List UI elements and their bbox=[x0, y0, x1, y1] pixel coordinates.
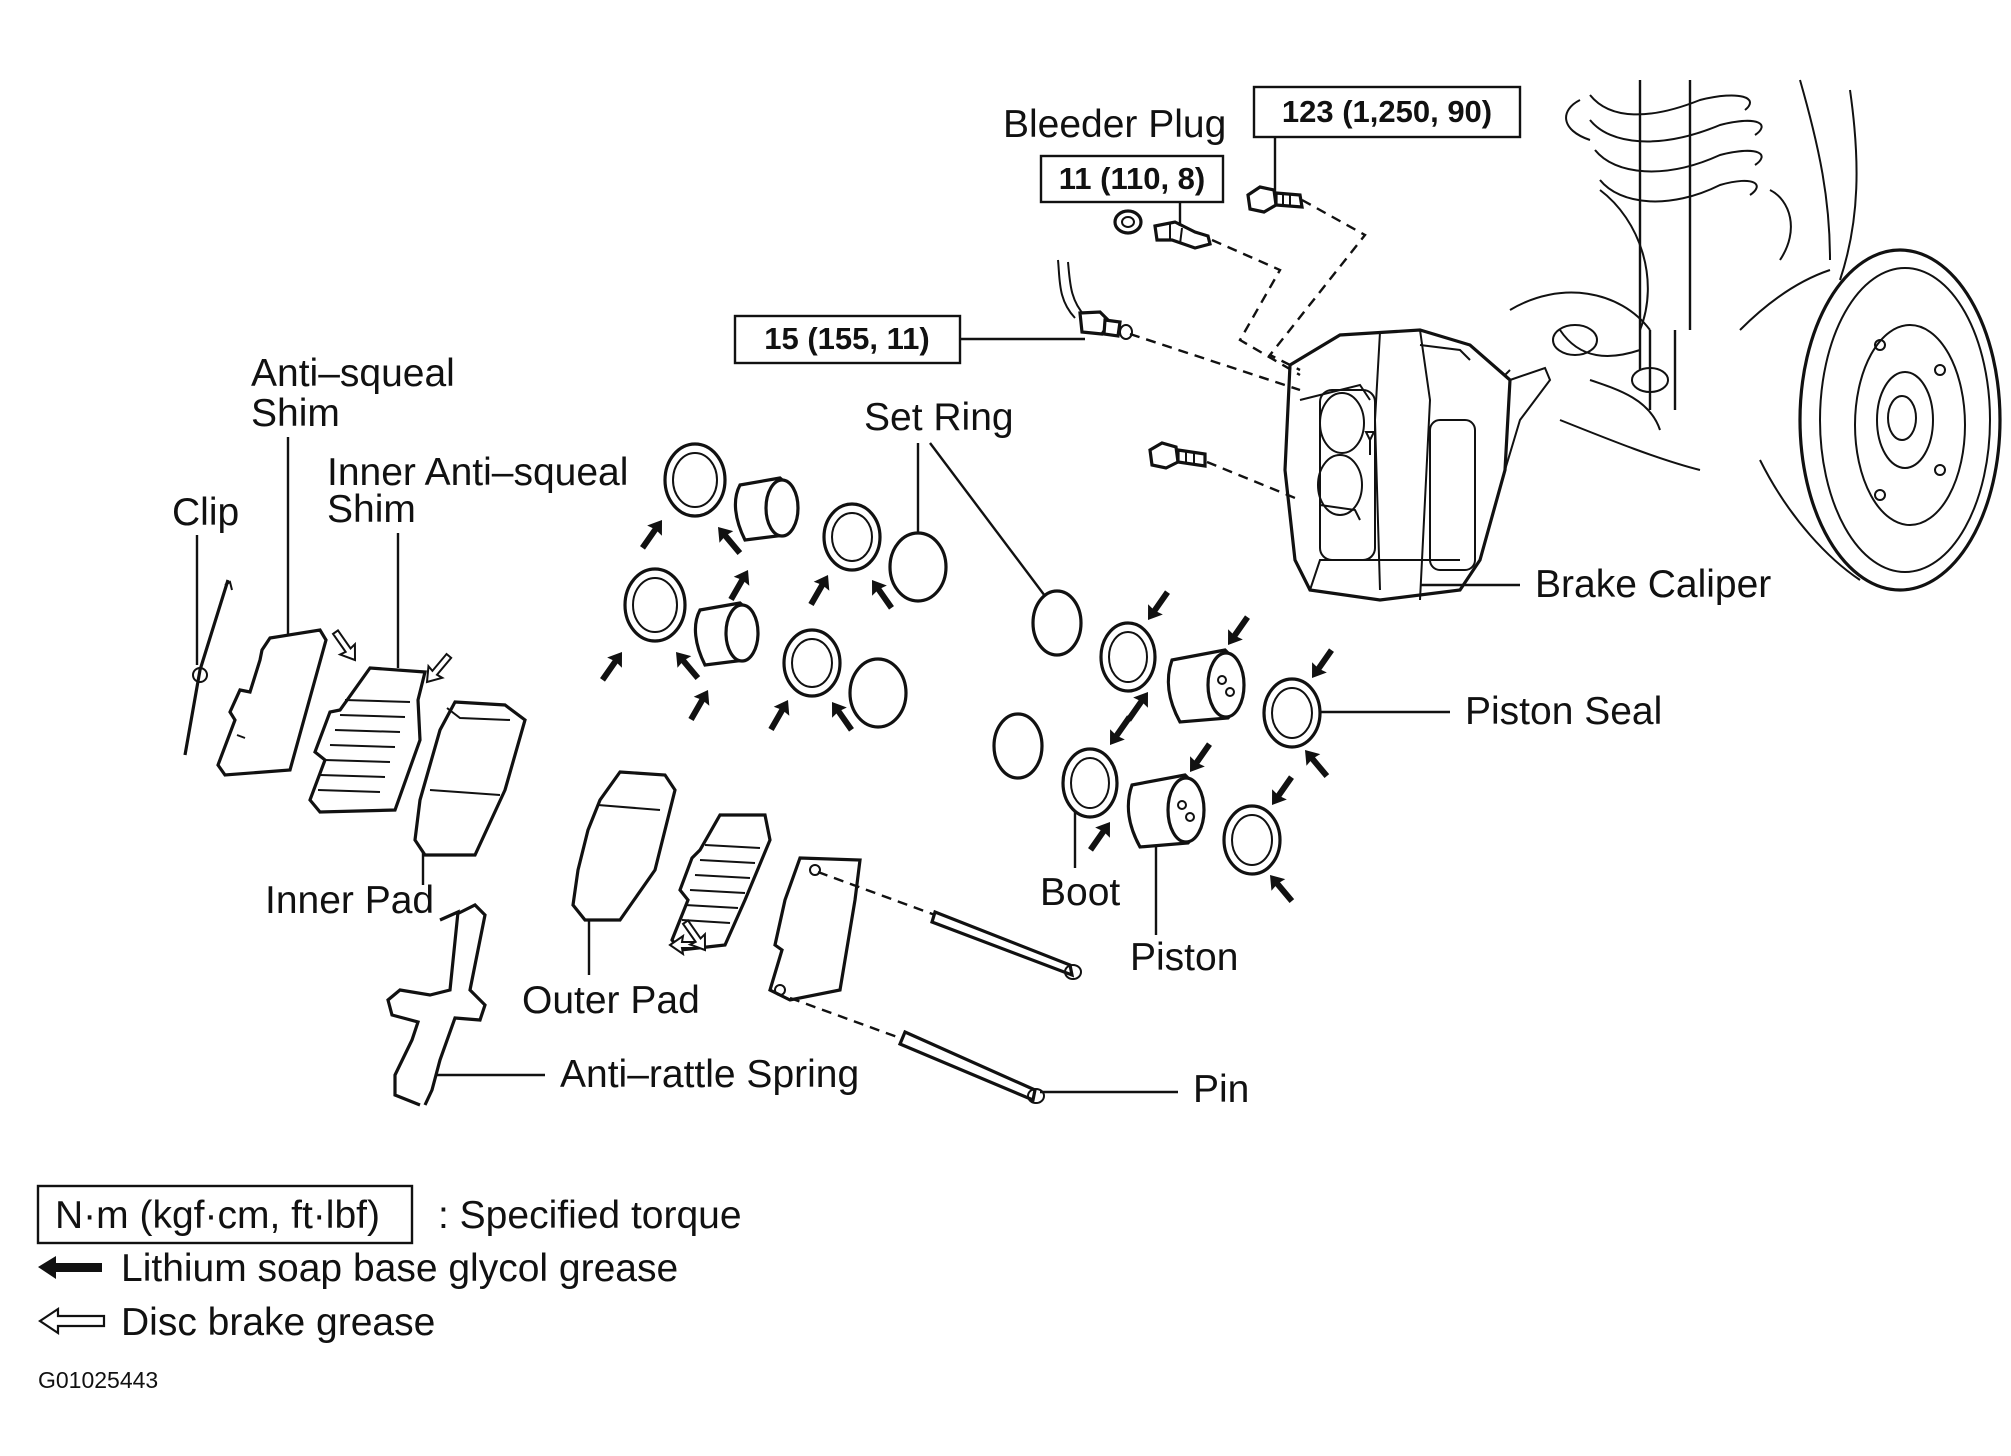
label-clip: Clip bbox=[172, 491, 239, 534]
torque-box-union-bolt bbox=[733, 314, 962, 365]
label-piston: Piston bbox=[1130, 936, 1238, 979]
inner-anti-squeal-shim-part bbox=[308, 666, 428, 814]
hollow-arrow-left-icon bbox=[38, 1306, 106, 1336]
torque-union-bolt: 15 (155, 11) bbox=[764, 321, 929, 356]
inner-pad-part bbox=[413, 700, 527, 857]
brake-disc bbox=[1739, 248, 2002, 592]
legend-lithium-grease: Lithium soap base glycol grease bbox=[121, 1247, 678, 1290]
label-inner-pad: Inner Pad bbox=[265, 879, 434, 922]
label-inner-anti-squeal-line2: Shim bbox=[327, 488, 416, 531]
torque-bleeder-plug: 11 (110, 8) bbox=[1059, 161, 1206, 196]
torque-caliper-bolt: 123 (1,250, 90) bbox=[1282, 94, 1492, 129]
legend-torque-unit: N·m (kgf·cm, ft·lbf) bbox=[55, 1194, 380, 1237]
torque-box-caliper-bolt bbox=[1252, 85, 1522, 139]
outer-shim-plate-part bbox=[768, 856, 862, 1002]
outer-pad-part bbox=[571, 770, 677, 922]
lower-caliper-bolt bbox=[1148, 441, 1207, 470]
anti-rattle-spring-part bbox=[386, 903, 487, 1107]
legend-torque-desc: : Specified torque bbox=[438, 1194, 742, 1237]
label-inner-anti-squeal-line1: Inner Anti–squeal bbox=[327, 451, 628, 494]
label-boot: Boot bbox=[1040, 871, 1120, 914]
caliper-mounting-bolt bbox=[1246, 185, 1304, 214]
torque-box-bleeder bbox=[1039, 154, 1225, 204]
legend-disc-grease: Disc brake grease bbox=[121, 1301, 435, 1344]
label-anti-squeal-line2: Shim bbox=[251, 392, 340, 435]
left-piston-group bbox=[623, 442, 948, 729]
legend-torque-box bbox=[36, 1184, 414, 1245]
pin-lower bbox=[897, 1029, 1045, 1104]
figure-id: G01025443 bbox=[38, 1367, 158, 1393]
label-set-ring: Set Ring bbox=[864, 396, 1014, 439]
bleeder-plug-cap bbox=[1113, 209, 1143, 235]
pin-upper bbox=[930, 909, 1082, 980]
label-piston-seal: Piston Seal bbox=[1465, 690, 1662, 733]
brake-caliper-body bbox=[1283, 328, 1552, 602]
label-brake-caliper: Brake Caliper bbox=[1535, 563, 1771, 606]
solid-arrow-left-icon bbox=[38, 1256, 102, 1279]
label-bleeder-plug: Bleeder Plug bbox=[1003, 103, 1226, 146]
label-pin: Pin bbox=[1193, 1068, 1249, 1111]
clip-part bbox=[183, 579, 233, 756]
right-piston-group bbox=[992, 589, 1322, 876]
bleeder-plug-part bbox=[1153, 220, 1212, 250]
anti-squeal-shim-part bbox=[216, 628, 328, 777]
union-bolt-and-hose bbox=[1057, 259, 1133, 340]
strut-assembly bbox=[1509, 79, 1858, 471]
label-anti-squeal-line1: Anti–squeal bbox=[251, 352, 455, 395]
label-outer-pad: Outer Pad bbox=[522, 979, 700, 1022]
label-anti-rattle-spring: Anti–rattle Spring bbox=[560, 1053, 859, 1096]
